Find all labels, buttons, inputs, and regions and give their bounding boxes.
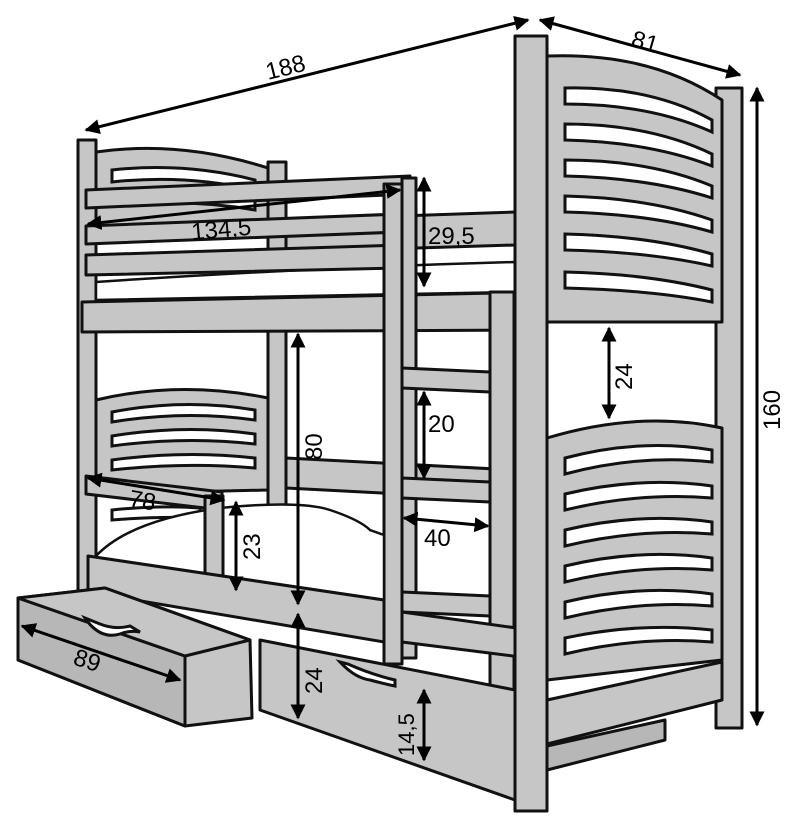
dim-line-depth (538, 16, 742, 79)
right-base-lower (545, 718, 667, 772)
right-front-post (513, 34, 549, 813)
slot (563, 122, 714, 169)
dimension-lines (20, 15, 765, 762)
slot (563, 270, 714, 304)
slot (110, 452, 257, 472)
slot (563, 194, 714, 234)
slot (110, 427, 257, 448)
slot (563, 552, 714, 584)
label-ladder-step-spacing: 20 (428, 411, 455, 438)
slot (563, 625, 714, 656)
label-drawer-height: 24 (301, 667, 328, 694)
drawer-handle (335, 659, 397, 688)
drawer-right-front (258, 638, 517, 802)
label-overall-height: 160 (759, 390, 786, 430)
slot (110, 402, 257, 424)
label-upper-gap: 24 (611, 363, 638, 390)
label-overall-depth: 81 (628, 26, 661, 59)
slot (563, 480, 714, 512)
dim-line-ladder-width (402, 511, 490, 533)
dimension-labels: 188 81 160 134,5 29,5 24 20 40 80 78 23 … (70, 26, 786, 756)
label-guard-rail-length: 134,5 (190, 214, 252, 246)
label-overall-length: 188 (263, 50, 308, 86)
upper-guard-rail-low (84, 243, 402, 277)
label-lower-clearance: 80 (301, 433, 328, 460)
ladder-rung (400, 476, 492, 504)
label-drawer-front-height: 14,5 (394, 713, 419, 756)
dim-line-lower-rail (86, 472, 226, 506)
dim-line-drawer-width (20, 623, 182, 683)
slot (563, 516, 714, 548)
label-lower-rail-length: 78 (127, 485, 158, 516)
slot (563, 232, 714, 268)
label-ladder-width: 40 (424, 525, 451, 552)
ladder-rung (400, 366, 492, 394)
slot (563, 86, 714, 135)
ladder-rung (400, 590, 492, 618)
right-base-board (545, 660, 724, 746)
slot (563, 158, 714, 201)
lower-side-beam (86, 554, 386, 644)
slot (563, 588, 714, 620)
guard-rail-post (382, 182, 404, 666)
label-guard-rail-height: 29,5 (428, 223, 475, 250)
slot (563, 444, 714, 476)
right-end-frame (513, 34, 744, 813)
label-lower-rail-height: 23 (239, 533, 266, 560)
ladder-left-rail (400, 176, 418, 660)
dim-line-length (84, 15, 530, 135)
upper-bunk (80, 174, 547, 666)
dim-line-guard-length (86, 184, 402, 230)
